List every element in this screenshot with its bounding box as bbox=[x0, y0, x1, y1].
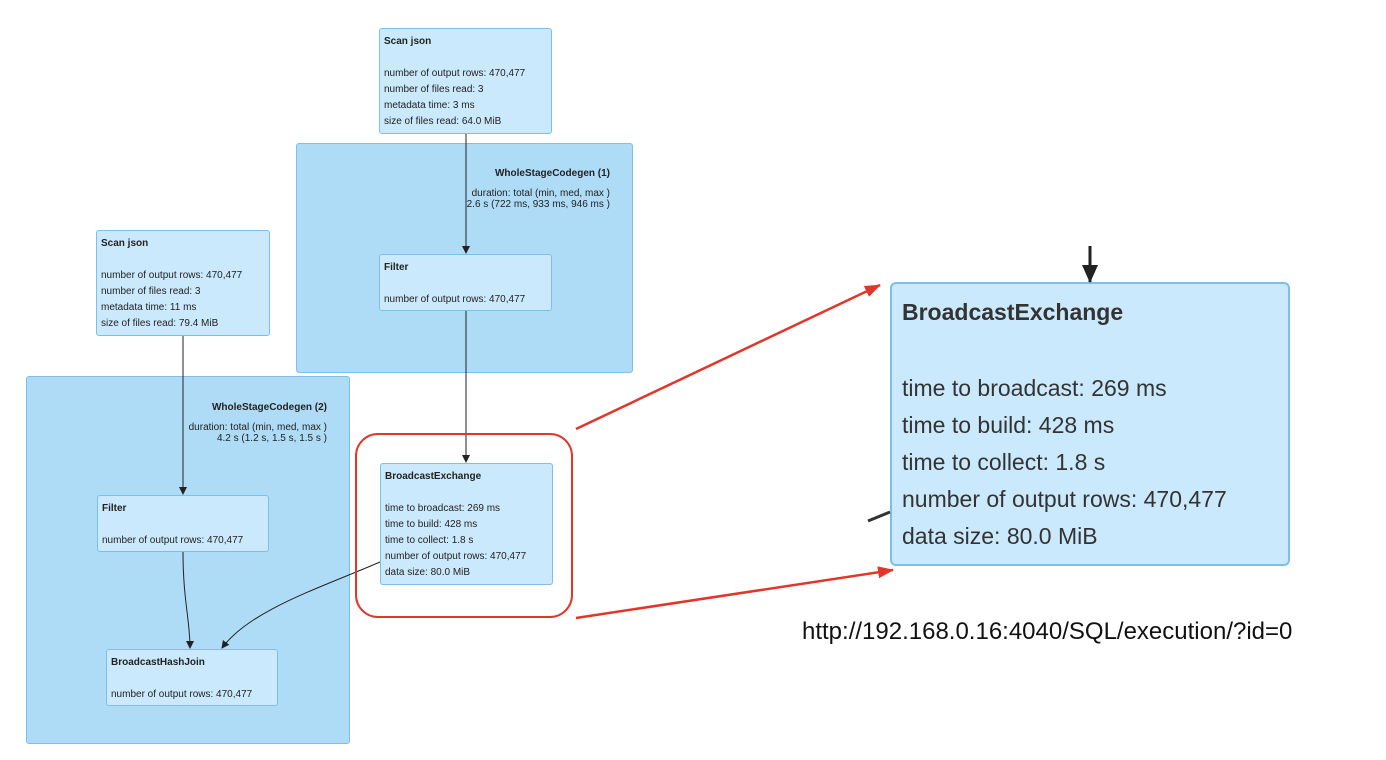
node-metric: size of files read: 64.0 MiB bbox=[384, 116, 502, 127]
zoom-arrow-top bbox=[575, 283, 881, 431]
zoom-arrow-bottom bbox=[575, 566, 894, 620]
wholestagecodegen-1-cluster: WholeStageCodegen (1) duration: total (m… bbox=[296, 143, 633, 373]
scan-json-node-2[interactable]: Scan json number of output rows: 470,477… bbox=[96, 230, 270, 336]
edge-filter-to-hash-join bbox=[182, 551, 194, 649]
node-metric: size of files read: 79.4 MiB bbox=[101, 318, 219, 329]
node-metric: metadata time: 11 ms bbox=[101, 302, 197, 313]
node-metric: time to collect: 1.8 s bbox=[385, 535, 474, 546]
cluster-duration-label: duration: total (min, med, max ) bbox=[471, 188, 610, 199]
broadcast-hash-join-node[interactable]: BroadcastHashJoin number of output rows:… bbox=[106, 649, 278, 706]
zoom-outgoing-edge bbox=[867, 510, 891, 523]
filter-node-2[interactable]: Filter number of output rows: 470,477 bbox=[97, 495, 269, 552]
node-title: Filter bbox=[102, 503, 127, 514]
node-metric: metadata time: 3 ms bbox=[384, 100, 475, 111]
node-metric: number of files read: 3 bbox=[384, 84, 484, 95]
filter-node-1[interactable]: Filter number of output rows: 470,477 bbox=[379, 254, 552, 311]
edge-broadcast-to-hash-join bbox=[221, 561, 381, 649]
zoom-metric: data size: 80.0 MiB bbox=[902, 523, 1098, 549]
node-metric: number of output rows: 470,477 bbox=[101, 270, 243, 281]
node-title: BroadcastExchange bbox=[385, 471, 482, 482]
execution-url: http://192.168.0.16:4040/SQL/execution/?… bbox=[802, 618, 1293, 645]
node-metric: number of output rows: 470,477 bbox=[102, 535, 244, 546]
node-metric: number of output rows: 470,477 bbox=[384, 294, 526, 305]
broadcast-exchange-zoom-panel: BroadcastExchange time to broadcast: 269… bbox=[890, 282, 1290, 566]
scan-json-node-1[interactable]: Scan json number of output rows: 470,477… bbox=[379, 28, 552, 134]
node-title: Scan json bbox=[101, 238, 149, 249]
node-metric: number of files read: 3 bbox=[101, 286, 201, 297]
zoom-metric: time to build: 428 ms bbox=[902, 412, 1115, 438]
node-metric: number of output rows: 470,477 bbox=[384, 68, 526, 79]
cluster-duration-value: 4.2 s (1.2 s, 1.5 s, 1.5 s ) bbox=[216, 433, 327, 444]
cluster-title: WholeStageCodegen (2) bbox=[211, 402, 327, 413]
node-title: Scan json bbox=[384, 36, 432, 47]
highlight-box bbox=[355, 433, 573, 618]
zoom-metric: number of output rows: 470,477 bbox=[902, 486, 1227, 512]
cluster-duration-label: duration: total (min, med, max ) bbox=[188, 422, 327, 433]
node-title: Filter bbox=[384, 262, 409, 273]
node-metric: number of output rows: 470,477 bbox=[111, 689, 253, 700]
broadcast-exchange-node[interactable]: BroadcastExchange time to broadcast: 269… bbox=[380, 463, 553, 585]
node-metric: time to broadcast: 269 ms bbox=[385, 503, 501, 514]
zoom-metric: time to broadcast: 269 ms bbox=[902, 375, 1167, 401]
cluster-title: WholeStageCodegen (1) bbox=[494, 168, 610, 179]
node-metric: data size: 80.0 MiB bbox=[385, 567, 471, 578]
node-metric: number of output rows: 470,477 bbox=[385, 551, 527, 562]
cluster-duration-value: 2.6 s (722 ms, 933 ms, 946 ms ) bbox=[466, 199, 610, 210]
zoom-metric: time to collect: 1.8 s bbox=[902, 449, 1106, 475]
zoom-title: BroadcastExchange bbox=[902, 299, 1124, 325]
node-metric: time to build: 428 ms bbox=[385, 519, 478, 530]
node-title: BroadcastHashJoin bbox=[111, 657, 205, 668]
